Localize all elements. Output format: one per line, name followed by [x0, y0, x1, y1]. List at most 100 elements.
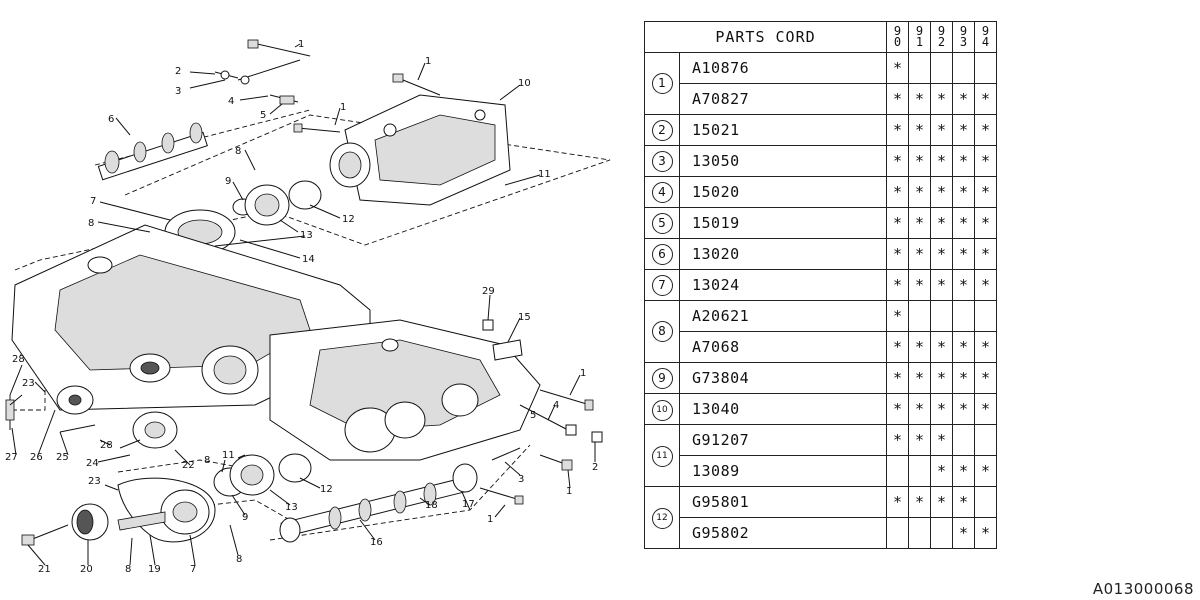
applicability-mark-cell: * — [886, 300, 909, 332]
camshaft-upper — [97, 122, 208, 181]
ref-number: 11 — [651, 446, 673, 467]
applicability-mark-cell: * — [886, 145, 909, 177]
applicability-mark-cell — [908, 52, 931, 84]
applicability-mark-cell — [974, 424, 997, 456]
callout-1b: 1 — [425, 56, 431, 67]
applicability-mark-cell: * — [974, 455, 997, 487]
ref-number-cell: 11 — [644, 424, 680, 487]
applicability-mark-cell: * — [886, 362, 909, 394]
applicability-mark-cell: * — [930, 114, 953, 146]
ref-number-cell: 3 — [644, 145, 680, 177]
applicability-mark-cell: * — [930, 331, 953, 363]
applicability-mark-cell: * — [886, 238, 909, 270]
ref-number: 4 — [651, 181, 673, 203]
part-number-cell: 13024 — [679, 269, 887, 301]
ref-number-cell: 1 — [644, 52, 680, 115]
applicability-mark-cell — [974, 486, 997, 518]
callout-1e: 1 — [566, 486, 572, 497]
applicability-mark-cell: * — [952, 393, 975, 425]
callout-8c: 8 — [204, 455, 210, 466]
table-title: PARTS CORD — [644, 21, 887, 53]
applicability-mark-cell: * — [908, 331, 931, 363]
callout-6: 6 — [108, 114, 114, 125]
applicability-mark-cell: * — [908, 486, 931, 518]
applicability-mark-cell: * — [930, 83, 953, 115]
callout-12b: 12 — [320, 484, 333, 495]
applicability-mark-cell: * — [974, 145, 997, 177]
applicability-mark-cell: * — [908, 207, 931, 239]
callout-28a: 28 — [100, 440, 113, 451]
applicability-mark-cell: * — [952, 176, 975, 208]
applicability-mark-cell: * — [952, 517, 975, 549]
table-row: G95802 ** — [645, 517, 997, 549]
applicability-mark-cell: * — [974, 83, 997, 115]
callout-8d: 8 — [125, 564, 131, 575]
ref-number-cell: 7 — [644, 269, 680, 301]
part-number-cell: G73804 — [679, 362, 887, 394]
applicability-mark-cell: * — [952, 207, 975, 239]
document-code: A013000068 — [1092, 580, 1194, 598]
applicability-mark-cell: * — [930, 145, 953, 177]
part-number-cell: 13020 — [679, 238, 887, 270]
callout-15: 15 — [518, 312, 531, 323]
applicability-mark-cell: * — [974, 362, 997, 394]
applicability-mark-cell — [930, 517, 953, 549]
ref-number: 6 — [651, 243, 673, 265]
part-number-cell: A10876 — [679, 52, 887, 84]
applicability-mark-cell — [908, 455, 931, 487]
applicability-mark-cell: * — [974, 331, 997, 363]
applicability-mark-cell: * — [952, 486, 975, 518]
applicability-mark-cell: * — [908, 393, 931, 425]
ref-number: 9 — [651, 367, 673, 389]
part-number-cell: 13089 — [679, 455, 887, 487]
callout-1a: 1 — [298, 39, 304, 50]
applicability-mark-cell — [908, 300, 931, 332]
part-number-cell: G95802 — [679, 517, 887, 549]
applicability-mark-cell: * — [908, 424, 931, 456]
ref-number: 7 — [651, 274, 673, 296]
callout-11b: 11 — [222, 450, 235, 461]
applicability-mark-cell: * — [886, 83, 909, 115]
callout-2b: 2 — [592, 462, 598, 473]
callout-23a: 23 — [88, 476, 101, 487]
table-row: 13089*** — [645, 455, 997, 487]
applicability-mark-cell — [886, 455, 909, 487]
callout-21: 21 — [38, 564, 51, 575]
applicability-mark-cell: * — [930, 424, 953, 456]
callout-11a: 11 — [538, 169, 551, 180]
applicability-mark-cell: * — [930, 176, 953, 208]
callout-3a: 3 — [175, 86, 181, 97]
applicability-mark-cell: * — [974, 517, 997, 549]
callout-9a: 9 — [225, 176, 231, 187]
callout-27: 27 — [5, 452, 18, 463]
applicability-mark-cell: * — [886, 269, 909, 301]
applicability-mark-cell: * — [952, 114, 975, 146]
applicability-mark-cell: * — [974, 269, 997, 301]
callout-10: 10 — [518, 78, 531, 89]
table-row: A70827***** — [645, 83, 997, 115]
applicability-mark-cell — [886, 517, 909, 549]
applicability-mark-cell: * — [974, 238, 997, 270]
ref-number: 12 — [651, 508, 673, 529]
callout-13b: 13 — [285, 502, 298, 513]
applicability-mark-cell: * — [930, 486, 953, 518]
callout-7b: 7 — [190, 564, 196, 575]
ref-number-cell: 8 — [644, 300, 680, 363]
callout-1f: 1 — [487, 514, 493, 525]
callout-2a: 2 — [175, 66, 181, 77]
applicability-mark-cell: * — [952, 331, 975, 363]
applicability-mark-cell: * — [952, 269, 975, 301]
camshaft-lower — [279, 463, 478, 543]
cam-case-right-lower — [269, 319, 541, 461]
